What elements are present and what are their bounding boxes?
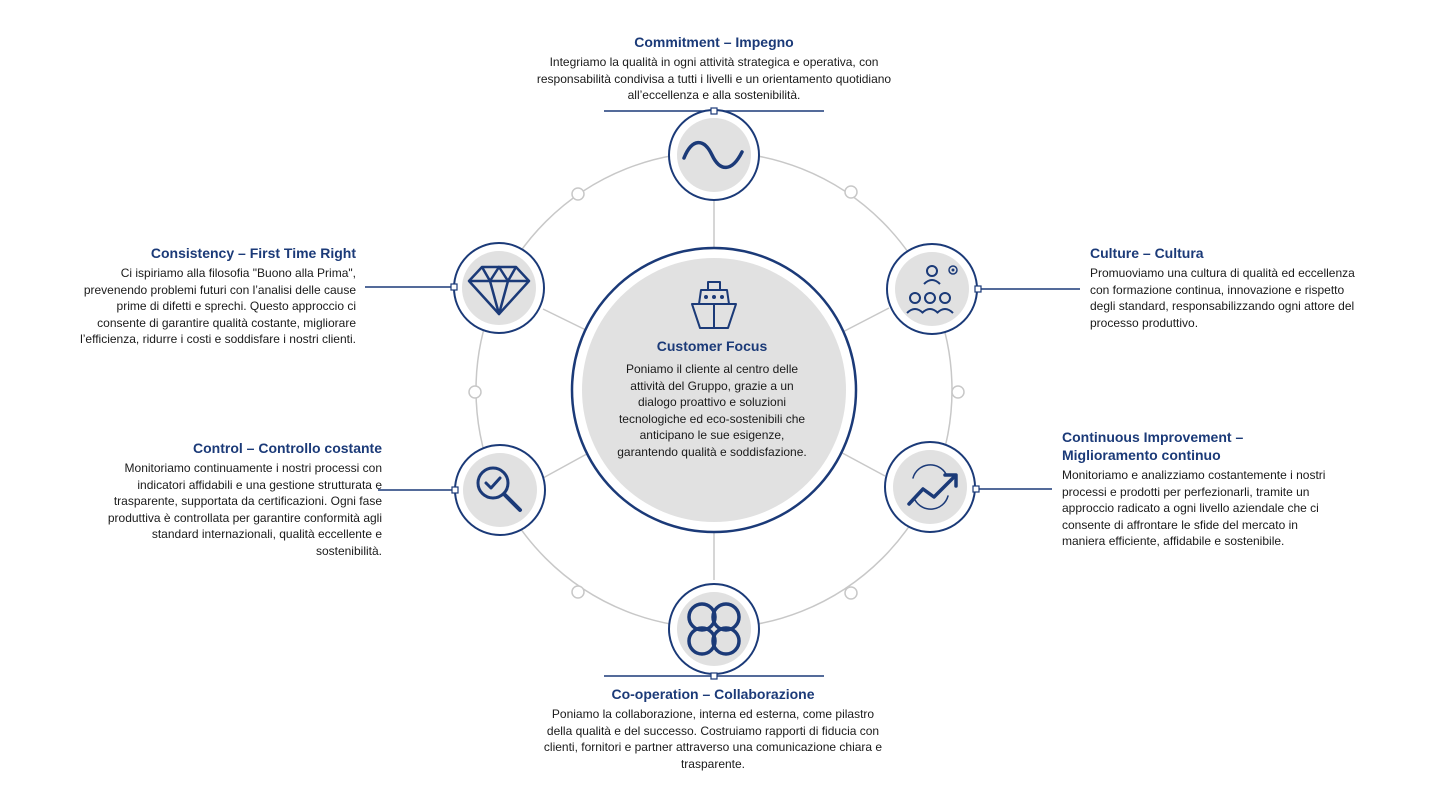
center-title: Customer Focus	[656, 338, 768, 354]
center-desc: Poniamo il cliente al centro delle attiv…	[617, 362, 807, 459]
improvement-desc: Monitoriamo e analizziamo costantemente …	[1062, 468, 1326, 548]
commitment-text: Commitment – Impegno Integriamo la quali…	[534, 33, 894, 104]
improvement-title: Continuous Improvement – Miglioramento c…	[1062, 429, 1244, 463]
node-commitment	[604, 107, 824, 201]
ring-markers	[468, 185, 965, 600]
node-cooperation	[604, 583, 824, 680]
magnifier-check-icon	[476, 466, 522, 512]
interlinked-circles-icon	[687, 602, 741, 656]
cooperation-desc: Poniamo la collaborazione, interna ed es…	[543, 707, 883, 771]
control-desc: Monitoriamo continuamente i nostri proce…	[107, 461, 382, 558]
culture-text: Culture – Cultura Promuoviamo una cultur…	[1090, 244, 1360, 331]
consistency-desc: Ci ispiriamo alla filosofia "Buono alla …	[80, 266, 356, 346]
culture-desc: Promuoviamo una cultura di qualità ed ec…	[1090, 266, 1355, 330]
node-control	[378, 444, 546, 536]
consistency-text: Consistency – First Time Right Ci ispiri…	[66, 244, 356, 348]
control-text: Control – Controllo costante Monitoriamo…	[90, 439, 382, 559]
diamond-icon	[467, 265, 531, 316]
node-consistency	[365, 242, 545, 334]
commitment-title: Commitment – Impegno	[634, 34, 794, 50]
node-culture	[886, 243, 1080, 335]
node-improvement	[884, 441, 1052, 533]
center-text: Customer Focus Poniamo il cliente al cen…	[612, 337, 812, 460]
consistency-title: Consistency – First Time Right	[150, 245, 356, 261]
ship-icon	[691, 281, 737, 329]
commitment-desc: Integriamo la qualità in ogni attività s…	[536, 55, 892, 102]
growth-arrow-icon	[907, 464, 958, 510]
team-icon	[906, 265, 958, 314]
control-title: Control – Controllo costante	[193, 440, 382, 456]
wave-icon	[682, 140, 744, 170]
center-node	[570, 246, 858, 534]
cooperation-text: Co-operation – Collaborazione Poniamo la…	[543, 685, 883, 772]
cooperation-title: Co-operation – Collaborazione	[611, 686, 815, 702]
improvement-text: Continuous Improvement – Miglioramento c…	[1062, 428, 1342, 550]
culture-title: Culture – Cultura	[1090, 245, 1204, 261]
